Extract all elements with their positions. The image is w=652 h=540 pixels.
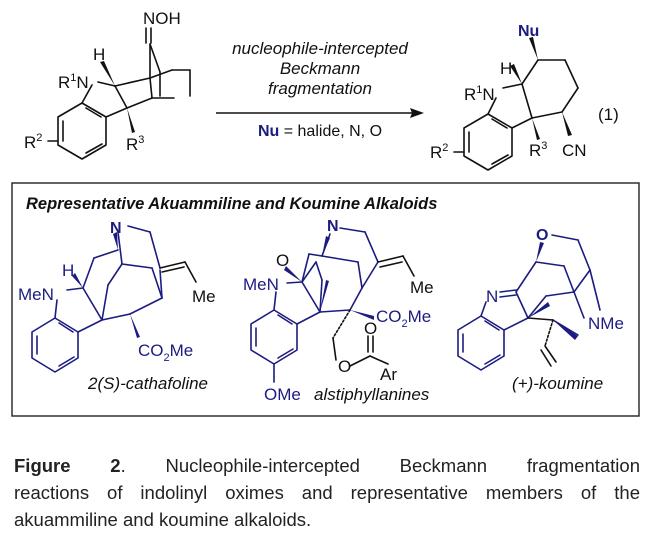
ome-label: OMe [264,385,301,404]
h-label: H [62,261,74,280]
ar-label: Ar [380,365,397,384]
nu-label: Nu [518,23,539,40]
r1n-label: R1N [58,72,89,92]
cn-label: CN [562,141,587,160]
nme-label: NMe [588,314,624,333]
wedge-bond [510,64,522,84]
wedge-bond [528,302,550,318]
me-label: Me [410,278,434,297]
men-label: MeN [18,285,54,304]
n-label: N [110,220,122,237]
caption-text-line1: . Nucleophile-intercepted Beckmann fragm… [120,455,640,476]
reaction-scheme: NOH H R1N R2 R3 nucleophile-intercepted … [11,9,640,417]
wedge-bond [536,242,544,262]
compound-name: (+)-koumine [512,374,603,393]
condition-line-1: nucleophile-intercepted [232,39,408,58]
figure-caption: Figure 2. Nucleophile-intercepted Beckma… [14,452,640,533]
wedge-bond [284,266,302,282]
wedge-bond [72,273,83,288]
men-label: MeN [243,275,279,294]
co2me-label: CO2Me [138,341,193,364]
ester-o-label: O [338,357,351,376]
co2me-label: CO2Me [376,307,431,330]
wedge-bond [113,232,118,250]
wedge-bond [100,61,115,86]
benzene-ring [463,113,513,171]
caption-text-rest: reactions of indolinyl oximes and repres… [14,482,640,530]
koumine-structure: O N NMe (+)-koumine [457,227,624,393]
cathafoline-structure: N H MeN Me CO2Me 2(S)-cathafoline [18,220,216,393]
h-label: H [500,59,512,78]
h-label: H [93,45,105,64]
r2-label: R2 [24,132,42,152]
nucleophile-definition: Nu = halide, N, O [258,123,382,140]
bridge-o-label: O [276,251,289,270]
benzene-ring [57,102,107,160]
wedge-bond [320,280,329,312]
product: Nu H R1N R2 R3 CN [430,23,587,171]
oxime-label: NOH [143,9,181,28]
equation-number: (1) [598,105,619,124]
r2-label: R2 [430,142,448,162]
benzene-ring [250,309,298,365]
benzene-ring [31,317,79,373]
wedge-bond [553,320,578,340]
wedge-bond [532,118,540,140]
arrow-head-icon [410,108,424,118]
starting-material: NOH H R1N R2 R3 [24,9,191,160]
benzene-ring [457,315,505,371]
r1n-label: R1N [464,84,495,104]
wedge-bond [130,314,140,338]
wedge-bond [127,108,135,133]
n-label: N [327,218,339,235]
caption-first-line: Figure 2. Nucleophile-intercepted Beckma… [14,452,640,479]
o-label: O [536,227,548,244]
compound-name: 2(S)-cathafoline [87,374,208,393]
alstiphyllanine-structure: N O MeN Me CO2Me O O Ar OMe alstiphyllan… [243,218,434,404]
wedge-bond [529,37,538,60]
wedge-bond [322,236,330,256]
wedge-bond [562,112,572,136]
me-label: Me [192,287,216,306]
figure-label: Figure 2 [14,455,121,476]
condition-line-2: Beckmann [280,59,360,78]
condition-line-3: fragmentation [268,79,372,98]
alkaloid-box [11,182,640,417]
r3-label: R3 [529,140,547,160]
carbonyl-o-label: O [364,319,377,338]
n-label: N [486,287,498,306]
r3-label: R3 [126,134,144,154]
box-title: Representative Akuammiline and Koumine A… [26,195,437,213]
compound-name: alstiphyllanines [314,385,430,404]
reaction-arrow: nucleophile-intercepted Beckmann fragmen… [216,39,424,140]
wedge-bond [350,310,374,320]
